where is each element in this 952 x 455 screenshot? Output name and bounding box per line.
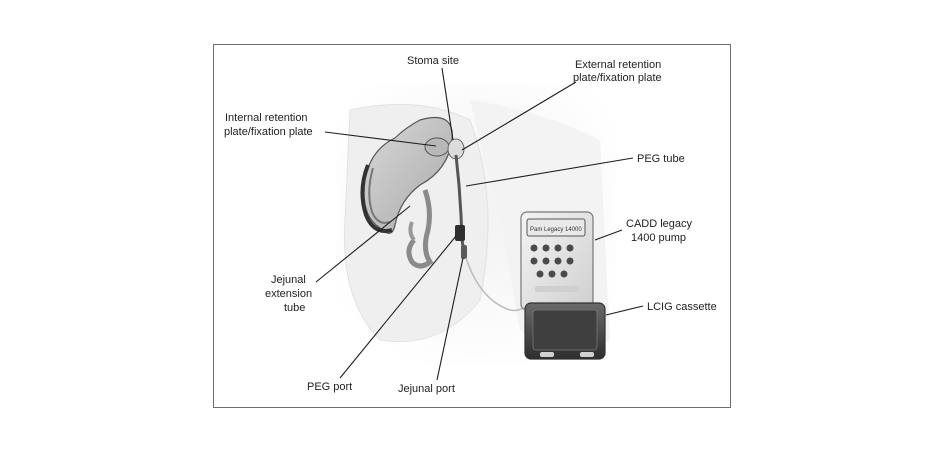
leader-lcig-cassette — [605, 305, 644, 316]
leader-jejunal-extension — [315, 205, 411, 283]
pump-tubing — [465, 257, 527, 312]
cadd-pump-device: Pam Legacy 14000 — [520, 211, 594, 311]
jejunal-extension-tube-shape — [406, 189, 434, 269]
lcig-cassette-device — [524, 302, 606, 360]
label-jejunal-extension-line2: extension — [265, 288, 312, 300]
leader-internal-retention — [324, 131, 437, 147]
peg-port-connector — [455, 225, 465, 241]
label-internal-retention-line2: plate/fixation plate — [224, 126, 313, 138]
label-jejunal-extension-line1: Jejunal — [271, 274, 306, 286]
leader-jejunal-port — [436, 257, 464, 381]
leader-peg-tube — [465, 157, 634, 187]
label-internal-retention-line1: Internal retention — [225, 112, 308, 124]
pump-screen-text: Pam Legacy 14000 — [530, 227, 582, 233]
leader-stoma-site — [441, 67, 454, 141]
label-stoma-site: Stoma site — [407, 55, 459, 67]
leader-cadd-pump — [594, 229, 623, 241]
jejunal-port-connector — [461, 245, 467, 259]
leader-lines — [315, 67, 644, 381]
label-external-retention-line1: External retention — [575, 59, 661, 71]
labels: Stoma site External retention plate/fixa… — [224, 55, 717, 395]
label-external-retention-line2: plate/fixation plate — [573, 72, 662, 84]
leader-peg-port — [339, 235, 457, 379]
label-jejunal-extension-line3: tube — [284, 302, 305, 314]
label-cadd-line1: CADD legacy — [626, 218, 693, 230]
label-peg-port: PEG port — [307, 381, 352, 393]
internal-retention-plate — [424, 137, 450, 157]
leader-external-retention — [461, 81, 577, 151]
label-jejunal-port: Jejunal port — [398, 383, 455, 395]
label-peg-tube: PEG tube — [637, 153, 685, 165]
label-lcig-cassette: LCIG cassette — [647, 301, 717, 313]
label-cadd-line2: 1400 pump — [631, 232, 686, 244]
